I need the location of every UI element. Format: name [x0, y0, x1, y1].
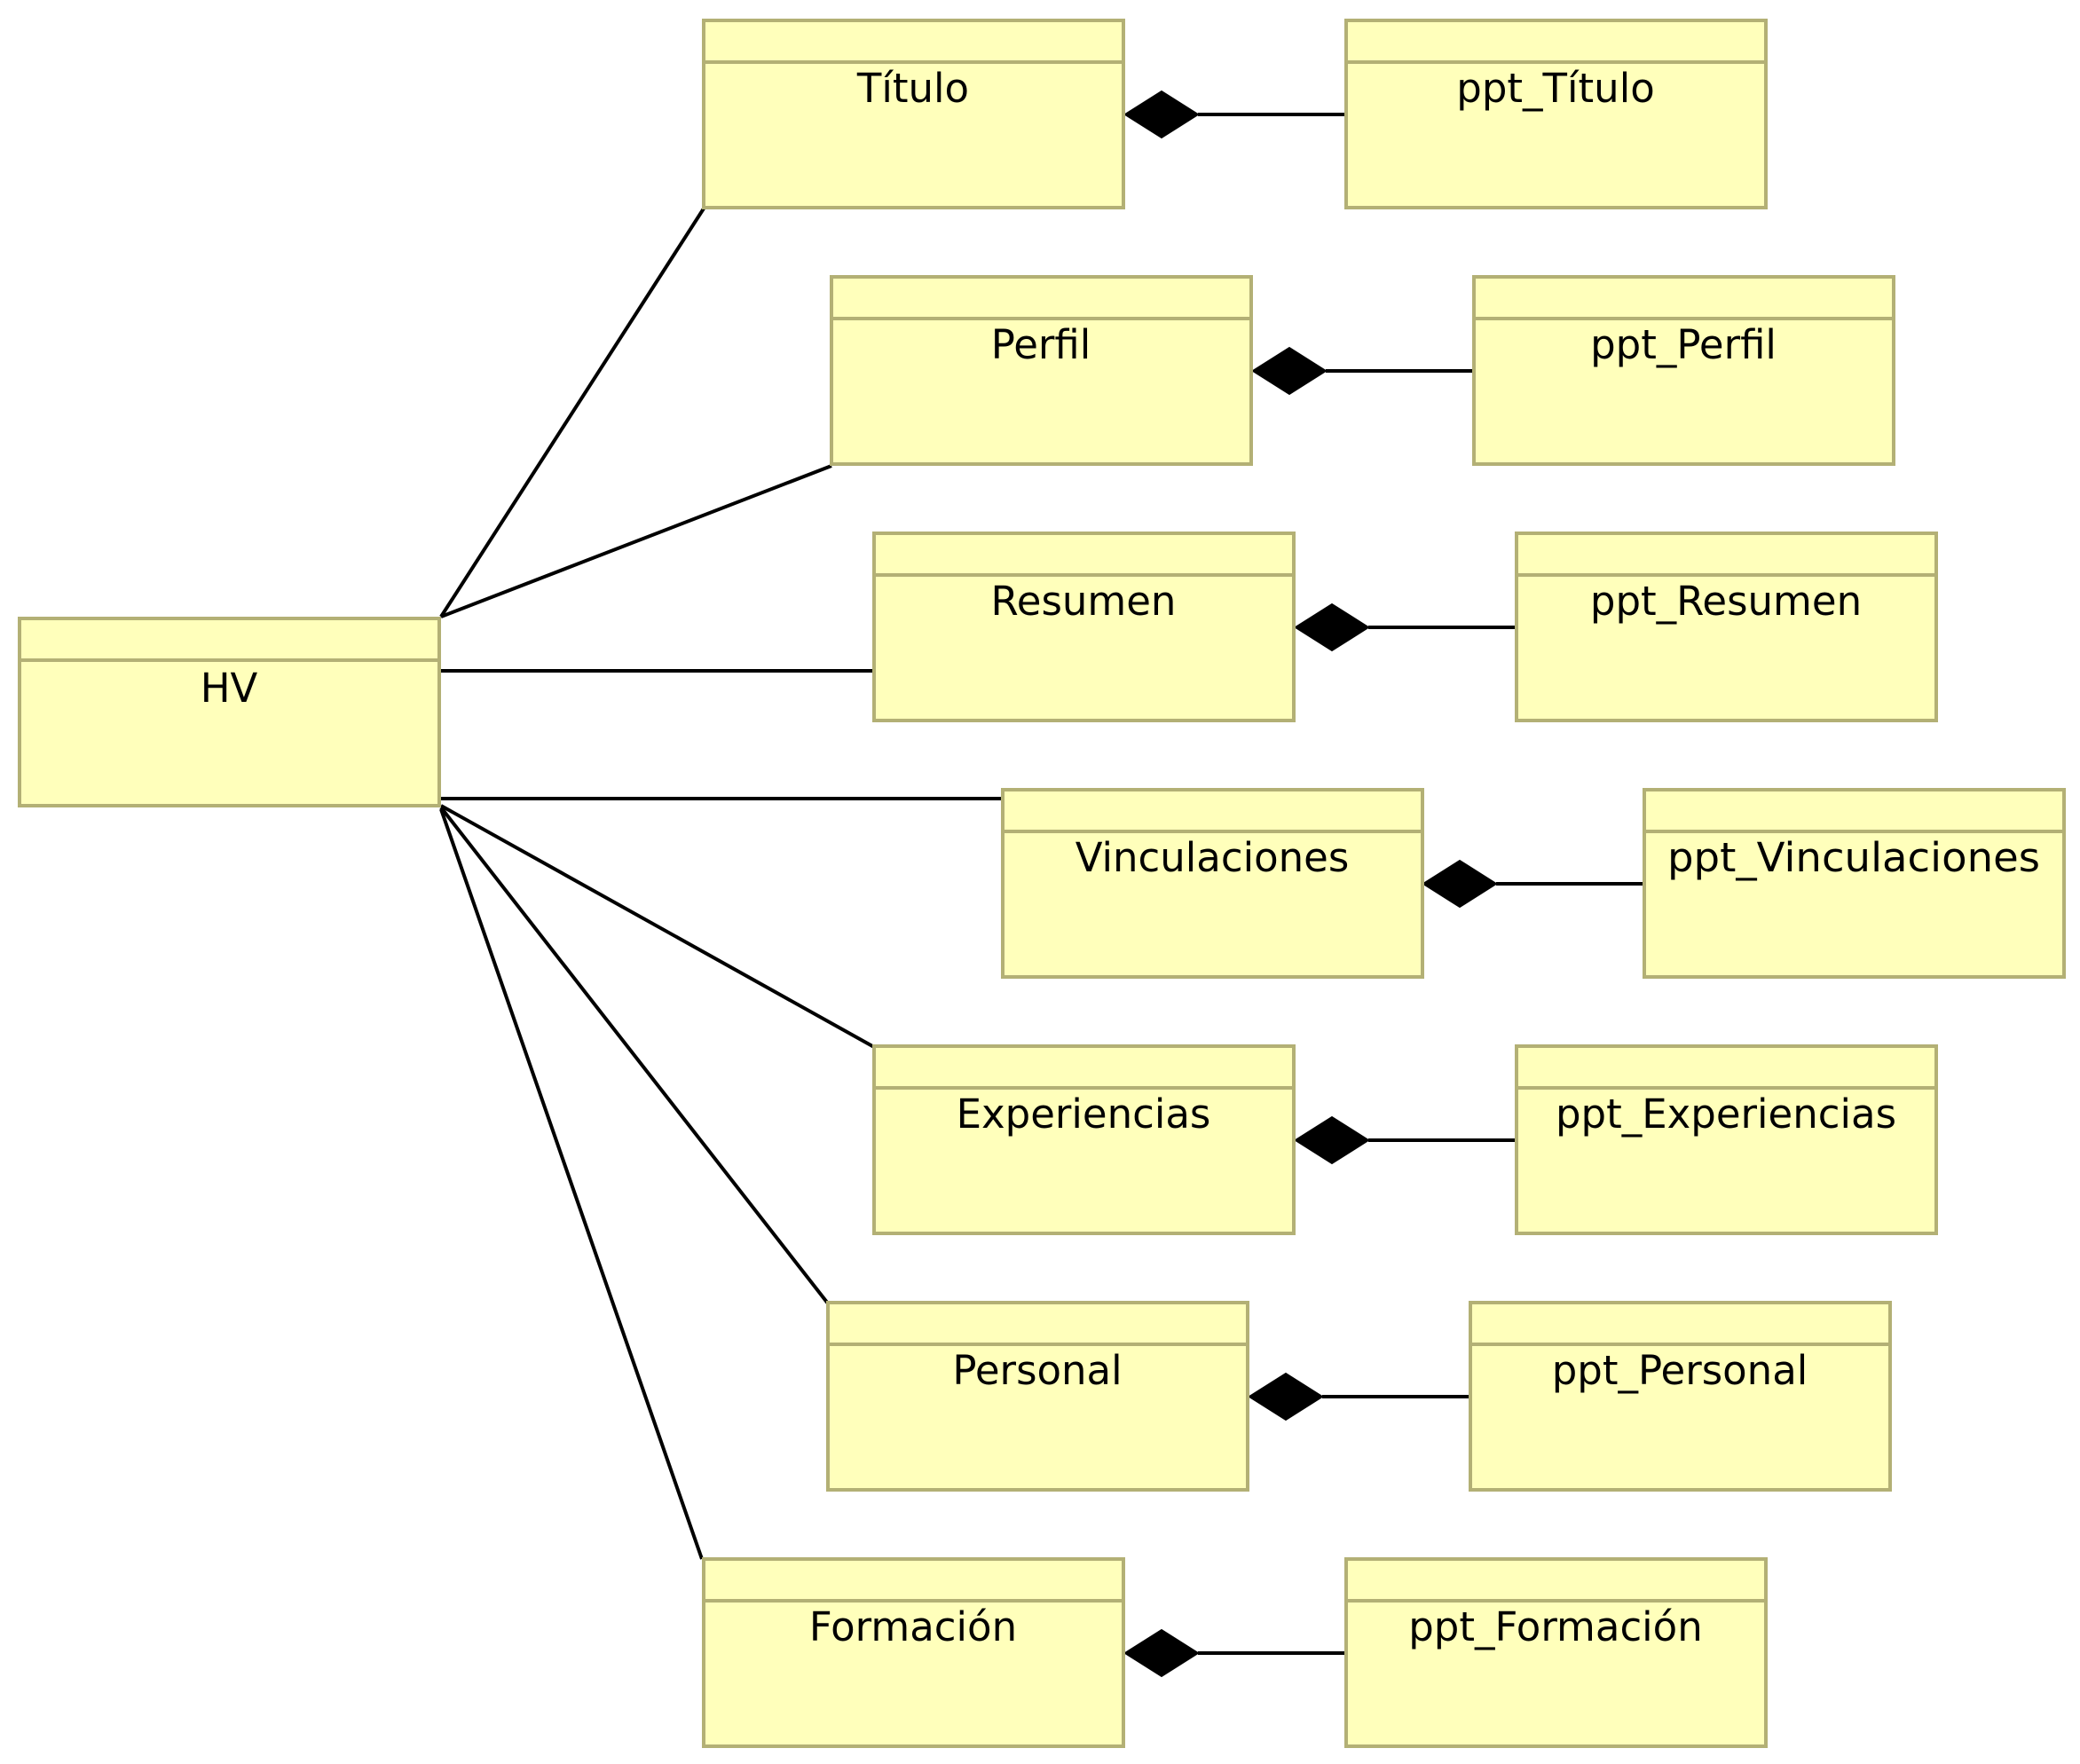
class-box-ppt-titulo[interactable]: ppt_Título [1344, 19, 1768, 209]
class-name-ppt-experiencias: ppt_Experiencias [1556, 1091, 1896, 1138]
class-name-ppt-vinculaciones: ppt_Vinculaciones [1667, 834, 2040, 881]
class-box-ppt-vinculaciones[interactable]: ppt_Vinculaciones [1643, 788, 2066, 979]
class-name-perfil: Perfil [991, 321, 1091, 368]
class-name-formacion: Formación [809, 1603, 1017, 1650]
edge-hv-experiencias [440, 804, 875, 1049]
class-name-resumen: Resumen [991, 578, 1177, 625]
diamond-experiencias [1294, 1115, 1370, 1165]
diamond-personal [1248, 1372, 1324, 1421]
diamond-formacion [1123, 1628, 1200, 1678]
class-name-experiencias: Experiencias [957, 1091, 1211, 1138]
class-box-perfil[interactable]: Perfil [830, 275, 1253, 466]
class-box-resumen[interactable]: Resumen [872, 532, 1296, 722]
class-name-ppt-personal: ppt_Personal [1552, 1347, 1808, 1394]
diamond-perfil [1251, 346, 1328, 396]
class-name-personal: Personal [952, 1347, 1122, 1394]
edge-hv-titulo [439, 207, 705, 618]
class-box-titulo[interactable]: Título [702, 19, 1125, 209]
class-name-vinculaciones: Vinculaciones [1075, 834, 1350, 881]
diamond-resumen [1294, 602, 1370, 652]
diamond-vinculaciones [1422, 859, 1498, 909]
class-box-ppt-personal[interactable]: ppt_Personal [1469, 1301, 1892, 1492]
class-name-hv: HV [201, 665, 258, 712]
edge-hv-formacion [439, 808, 704, 1560]
class-name-ppt-resumen: ppt_Resumen [1590, 578, 1862, 625]
class-box-ppt-formacion[interactable]: ppt_Formación [1344, 1557, 1768, 1748]
class-box-ppt-experiencias[interactable]: ppt_Experiencias [1515, 1044, 1938, 1235]
class-name-ppt-perfil: ppt_Perfil [1590, 321, 1777, 368]
class-box-hv[interactable]: HV [18, 617, 441, 807]
class-box-ppt-perfil[interactable]: ppt_Perfil [1472, 275, 1895, 466]
class-name-ppt-formacion: ppt_Formación [1408, 1603, 1703, 1650]
class-box-experiencias[interactable]: Experiencias [872, 1044, 1296, 1235]
association-edges [439, 207, 1003, 1560]
class-name-titulo: Título [856, 65, 969, 112]
class-box-ppt-resumen[interactable]: ppt_Resumen [1515, 532, 1938, 722]
diamond-titulo [1123, 90, 1200, 139]
edge-hv-personal [439, 806, 830, 1305]
class-box-vinculaciones[interactable]: Vinculaciones [1001, 788, 1424, 979]
class-box-personal[interactable]: Personal [826, 1301, 1249, 1492]
class-name-ppt-titulo: ppt_Título [1456, 65, 1654, 112]
composition-edges [1123, 90, 1643, 1678]
edge-hv-perfil [440, 464, 832, 618]
class-box-formacion[interactable]: Formación [702, 1557, 1125, 1748]
